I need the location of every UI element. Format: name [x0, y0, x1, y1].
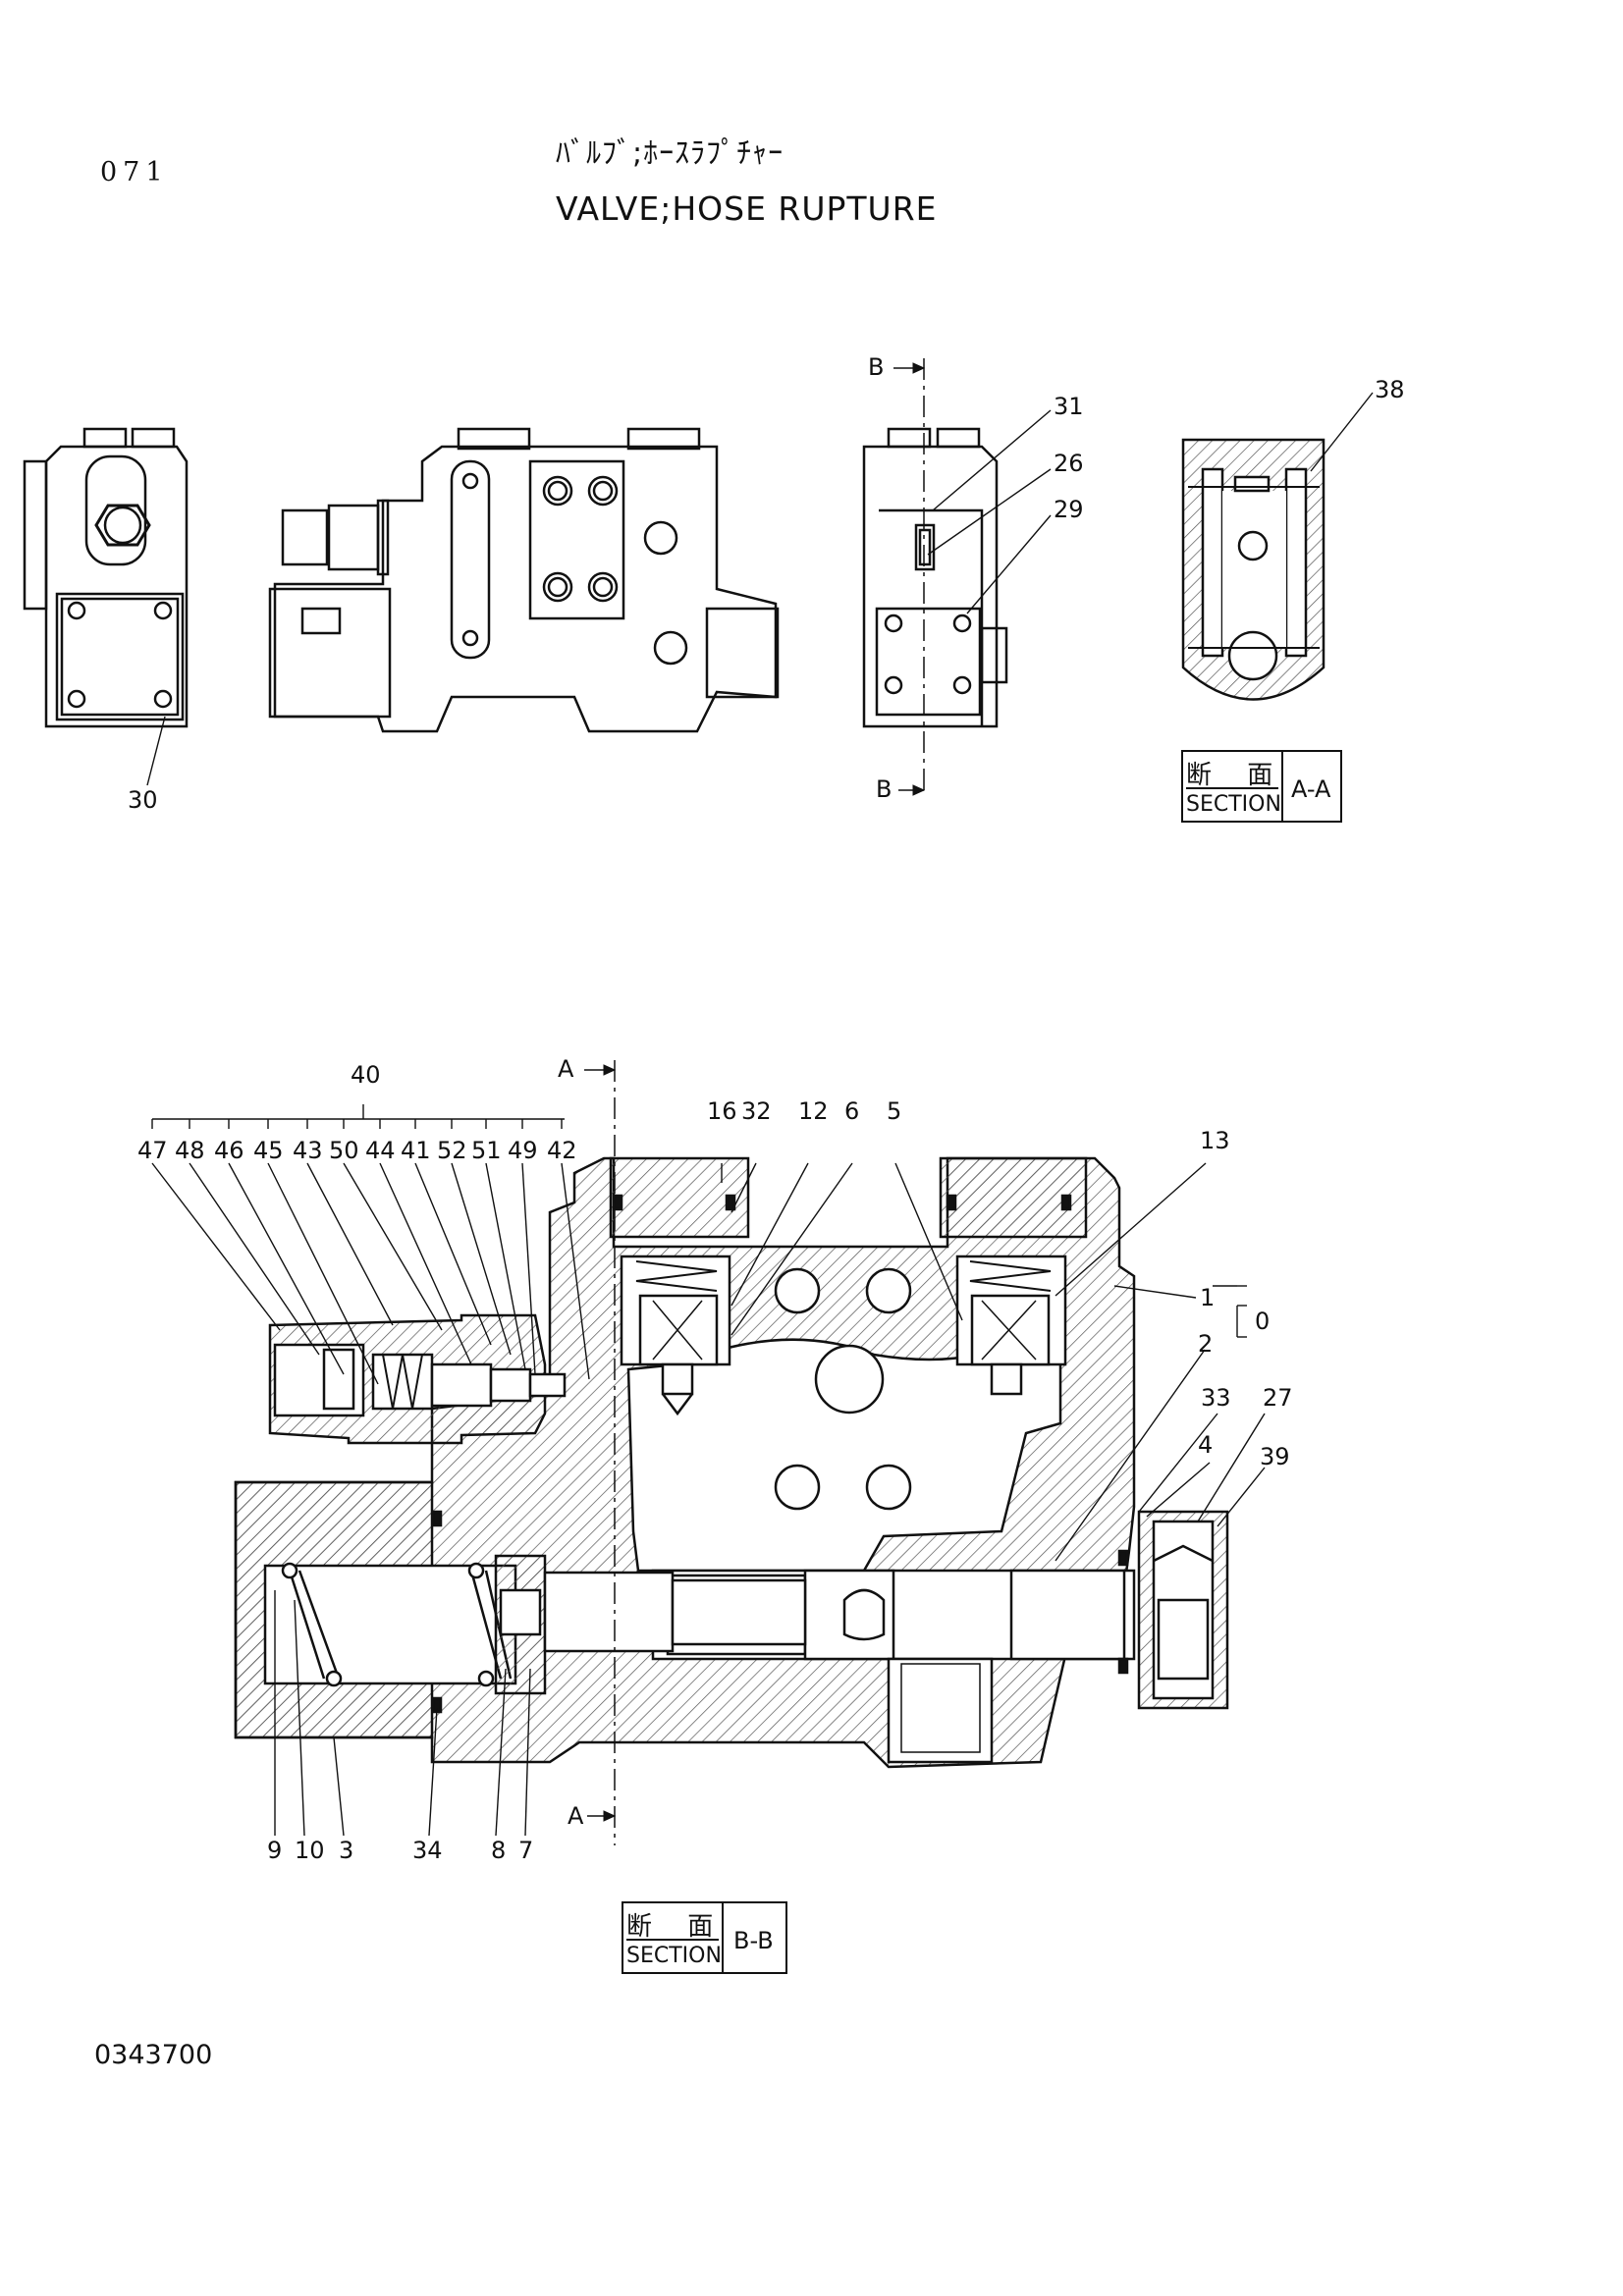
section-line-b-b — [893, 358, 926, 796]
callout-49: 49 — [508, 1137, 538, 1164]
document-number: 0343700 — [94, 2040, 213, 2070]
cut-mark-b-bottom: B — [876, 775, 893, 803]
front-view — [268, 427, 780, 733]
cut-mark-a-bottom: A — [568, 1802, 584, 1830]
callout-30: 30 — [128, 786, 158, 814]
callout-32: 32 — [741, 1097, 772, 1125]
cut-mark-b-top: B — [868, 353, 885, 381]
left-side-view — [23, 427, 189, 728]
cut-mark-a-top: A — [558, 1055, 574, 1083]
callout-1: 1 — [1200, 1284, 1216, 1311]
callout-4: 4 — [1198, 1431, 1214, 1459]
callout-50: 50 — [329, 1137, 359, 1164]
callout-0: 0 — [1255, 1308, 1271, 1335]
callout-42: 42 — [547, 1137, 577, 1164]
callout-16: 16 — [707, 1097, 737, 1125]
callout-29: 29 — [1054, 496, 1084, 523]
section-line-a-a — [584, 1060, 617, 1845]
title-japanese: ﾊﾞﾙﾌﾞ;ﾎｰｽﾗﾌﾟﾁｬｰ — [556, 136, 784, 171]
callout-2: 2 — [1198, 1330, 1214, 1358]
section-aa-label: 断 面 SECTION A-A — [1181, 750, 1342, 823]
section-aa-id: A-A — [1291, 775, 1331, 803]
callout-34: 34 — [412, 1837, 443, 1864]
callout-40: 40 — [351, 1061, 381, 1089]
callout-13: 13 — [1200, 1127, 1230, 1154]
callout-43: 43 — [293, 1137, 323, 1164]
callout-52: 52 — [437, 1137, 467, 1164]
section-bb-view — [234, 1156, 1229, 1769]
callout-9: 9 — [267, 1837, 283, 1864]
page-number: 071 — [100, 157, 169, 187]
callout-45: 45 — [253, 1137, 284, 1164]
callout-48: 48 — [175, 1137, 205, 1164]
callout-41: 41 — [401, 1137, 431, 1164]
section-aa-jp: 断 面 — [1186, 761, 1287, 790]
callout-5: 5 — [887, 1097, 902, 1125]
leader-lines — [146, 392, 1374, 1837]
section-bb-id: B-B — [733, 1927, 774, 1954]
callout-27: 27 — [1263, 1384, 1293, 1412]
callout-6: 6 — [844, 1097, 860, 1125]
callout-38: 38 — [1375, 376, 1405, 403]
callout-3: 3 — [339, 1837, 354, 1864]
callout-12: 12 — [798, 1097, 829, 1125]
callout-51: 51 — [471, 1137, 502, 1164]
callout-8: 8 — [491, 1837, 507, 1864]
right-side-view — [862, 427, 1008, 728]
callout-33: 33 — [1201, 1384, 1231, 1412]
section-aa-view — [1181, 438, 1325, 701]
callout-31: 31 — [1054, 393, 1084, 420]
callout-44: 44 — [365, 1137, 396, 1164]
callout-26: 26 — [1054, 450, 1084, 477]
section-aa-en: SECTION — [1186, 787, 1281, 817]
callout-7: 7 — [518, 1837, 534, 1864]
callout-10: 10 — [295, 1837, 325, 1864]
callout-46: 46 — [214, 1137, 244, 1164]
title-english: VALVE;HOSE RUPTURE — [556, 189, 938, 228]
callout-39: 39 — [1260, 1443, 1290, 1470]
section-bb-en: SECTION — [626, 1939, 722, 1968]
section-bb-jp: 断 面 — [626, 1912, 728, 1942]
callout-47: 47 — [137, 1137, 168, 1164]
section-bb-label: 断 面 SECTION B-B — [622, 1901, 787, 1974]
